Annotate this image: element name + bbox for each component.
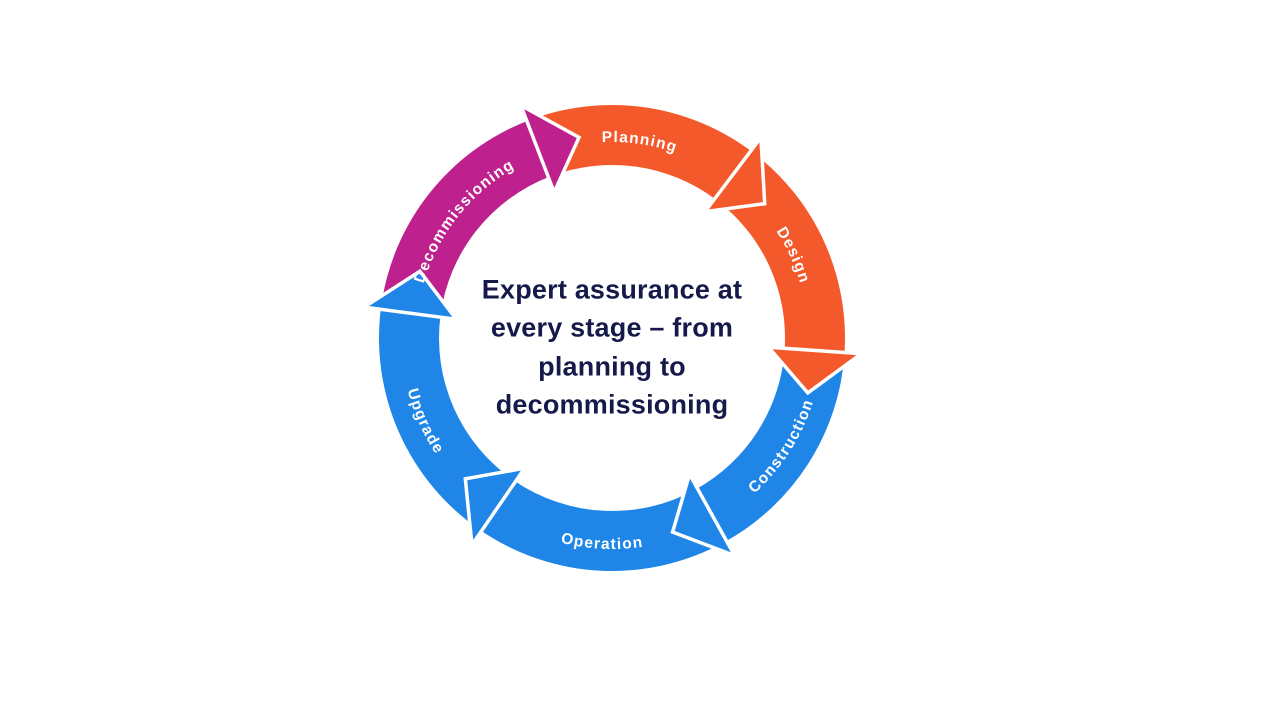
center-text-line-3: planning to <box>538 351 686 381</box>
center-text-line-4: decommissioning <box>495 389 729 420</box>
arrowhead-decommissioning-icon <box>517 101 582 197</box>
arrowhead-design-icon <box>764 345 867 396</box>
arrowhead-upgrade-icon <box>359 268 461 322</box>
arrowhead-construction-icon <box>670 469 739 559</box>
arrowhead-operation-icon <box>463 465 529 550</box>
stage-band-operation <box>480 480 725 572</box>
stage-band-decommissioning <box>380 120 550 316</box>
stage-band-planning <box>528 105 753 200</box>
center-text-line-2: every stage – from <box>490 312 734 343</box>
arrowhead-planning-icon <box>701 132 767 215</box>
center-text-line-1: Expert assurance at <box>481 274 743 305</box>
stage-band-construction <box>695 350 845 542</box>
center-text: Expert assurance at every stage – from p… <box>432 270 792 423</box>
